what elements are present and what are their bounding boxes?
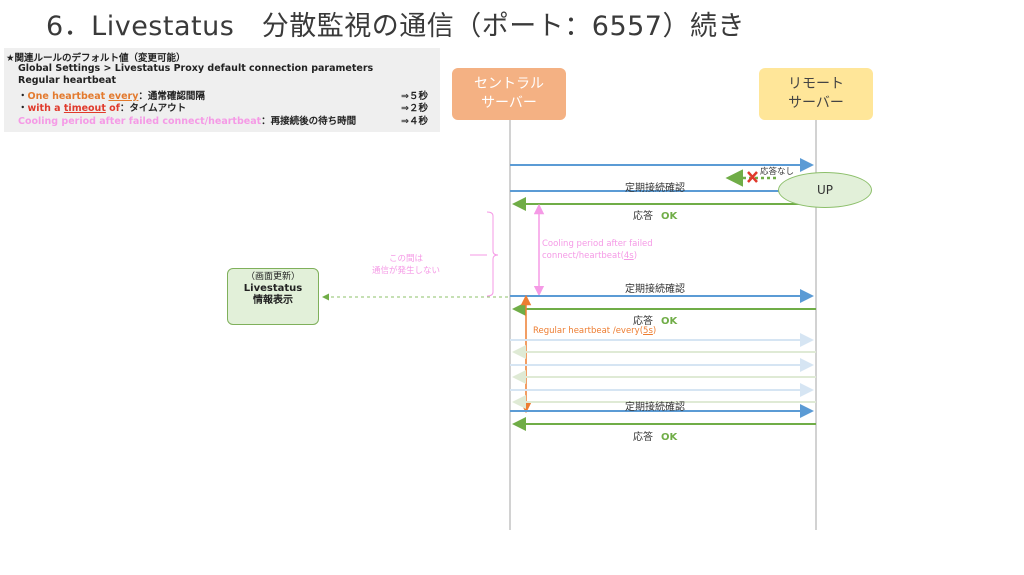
response-label-2: 応答 OK	[633, 312, 677, 327]
response-text: 応答	[633, 316, 653, 327]
ok-text: OK	[661, 316, 678, 327]
rule-heartbeat-value: ⇒５秒	[401, 91, 428, 102]
rules-heading: ★関連ルールのデフォルト値（変更可能）	[6, 53, 186, 64]
check-label-3: 定期接続確認	[625, 402, 685, 413]
central-server-label: セントラル	[474, 76, 544, 92]
central-server-sublabel: サーバー	[481, 95, 537, 111]
rule-orange-text: One heartbeat	[27, 91, 109, 102]
response-label-3: 応答 OK	[633, 428, 677, 443]
rule-bullet: ・	[18, 91, 28, 102]
info-display-label: 情報表示	[253, 295, 293, 306]
rule-bullet: ・	[18, 103, 28, 114]
rule-cooling-desc: ：再接続後の待ち時間	[261, 116, 357, 127]
cooling-brace	[486, 211, 499, 297]
cross-icon	[747, 171, 758, 183]
rule-timeout: ・with a timeout of：タイムアウト	[18, 100, 186, 114]
remote-server-label: リモート	[788, 76, 844, 92]
rule-cooling: Cooling period after failed connect/hear…	[18, 113, 356, 127]
regular-note-text: Regular heartbeat /every(	[533, 326, 644, 336]
cooling-seconds: 4s	[623, 251, 634, 261]
rules-subheading: Regular heartbeat	[18, 75, 117, 86]
rule-every-desc: ：通常確認間隔	[138, 91, 205, 102]
rule-cooling-value: ⇒４秒	[401, 116, 428, 127]
response-text: 応答	[633, 211, 653, 222]
regular-note-close: )	[652, 326, 657, 336]
slide-title: 6．Livestatus 分散監視の通信（ポート：6557）続き	[46, 11, 745, 42]
no-response-label: 応答なし	[760, 167, 795, 177]
cooling-note-text: connect/heartbeat(	[542, 251, 624, 261]
central-server-box: セントラル サーバー	[452, 68, 566, 120]
rule-heartbeat-every: ・One heartbeat every：通常確認間隔	[18, 88, 205, 102]
no-comm-line1: この間は	[389, 254, 424, 264]
remote-server-box: リモート サーバー	[759, 68, 873, 120]
no-communication-note: この間は 通信が発生しない	[372, 253, 440, 277]
response-text: 応答	[633, 432, 653, 443]
remote-server-sublabel: サーバー	[788, 95, 844, 111]
rule-timeout-desc: ：タイムアウト	[119, 103, 187, 114]
livestatus-label: Livestatus	[243, 283, 303, 294]
up-status-ellipse: UP	[778, 172, 872, 208]
ok-text: OK	[661, 432, 678, 443]
regular-heartbeat-note: Regular heartbeat /every(5s)	[533, 326, 656, 336]
rule-every-underlined: every	[108, 91, 139, 102]
screen-update-box: （画面更新） Livestatus 情報表示	[227, 268, 319, 325]
rule-timeout-underlined: timeout	[63, 103, 106, 114]
no-comm-line2: 通信が発生しない	[372, 266, 441, 276]
response-label-1: 応答 OK	[633, 207, 677, 222]
rule-red-text: with a	[27, 103, 64, 114]
cooling-note-line1: Cooling period after failed	[542, 239, 653, 249]
cooling-note: Cooling period after failed connect/hear…	[542, 238, 653, 262]
regular-seconds: 5s	[643, 326, 653, 336]
rule-red-text-2: of	[105, 103, 120, 114]
ok-text: OK	[661, 211, 678, 222]
rules-path: Global Settings > Livestatus Proxy defau…	[18, 63, 374, 74]
screen-update-label: （画面更新）	[245, 272, 300, 282]
rule-timeout-value: ⇒２秒	[401, 103, 428, 114]
check-label-2: 定期接続確認	[625, 284, 685, 295]
cooling-note-close: )	[633, 251, 638, 261]
rule-pink-text: Cooling period after failed connect/hear…	[18, 116, 262, 127]
cooling-note-line2: connect/heartbeat(4s)	[542, 250, 653, 262]
rules-panel: ★関連ルールのデフォルト値（変更可能） Global Settings > Li…	[4, 48, 440, 132]
check-label-1: 定期接続確認	[625, 183, 685, 194]
